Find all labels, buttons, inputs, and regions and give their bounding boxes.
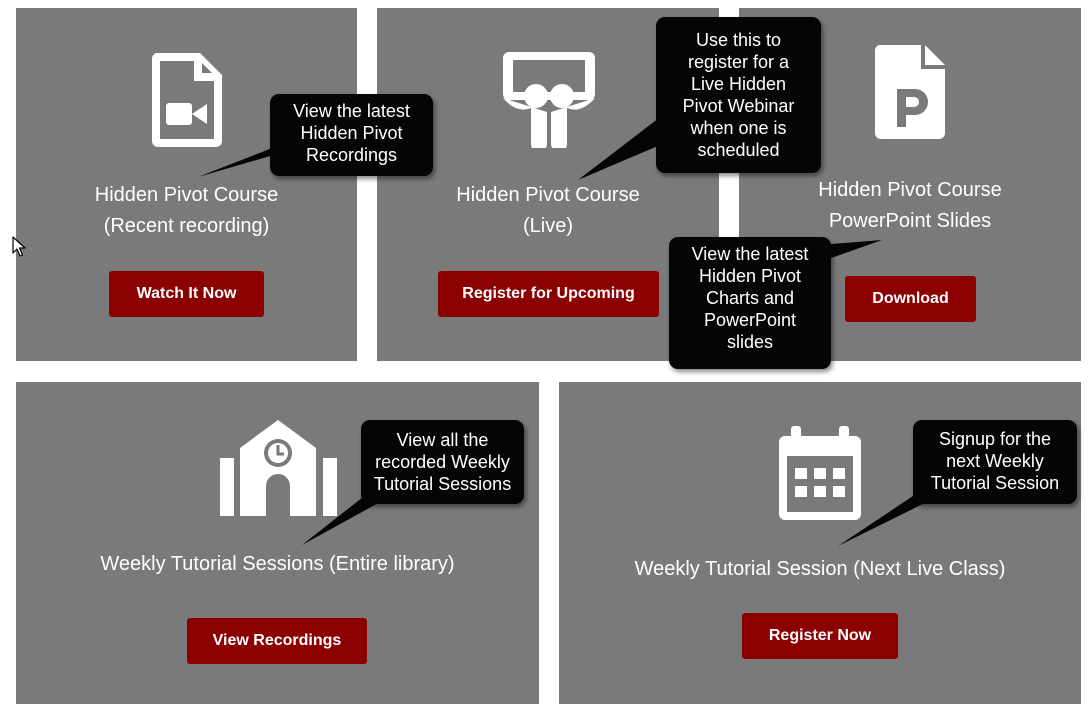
- callout-slides-line4: PowerPoint: [703, 310, 797, 330]
- powerpoint-slides-title-line1: Hidden Pivot Course: [818, 179, 1002, 201]
- callout-live-line5: when one is: [690, 118, 787, 138]
- register-now-button[interactable]: Register Now: [742, 613, 898, 659]
- live-course-title: Hidden Pivot Course (Live): [377, 180, 719, 242]
- next-class-title: Weekly Tutorial Session (Next Live Class…: [634, 558, 1006, 580]
- callout-slides-line5: slides: [726, 332, 774, 352]
- mouse-cursor-icon: [12, 236, 26, 257]
- callout-live-line2: register for a: [687, 52, 790, 72]
- callout-slides: View the latest Hidden Pivot Charts and …: [669, 237, 831, 369]
- callout-live-line6: scheduled: [697, 140, 780, 160]
- slideshare-people-icon: [503, 52, 595, 148]
- video-file-icon: [152, 53, 222, 147]
- download-button[interactable]: Download: [845, 276, 976, 322]
- callout-library-line3: Tutorial Sessions: [373, 474, 512, 494]
- callout-live: Use this to register for a Live Hidden P…: [656, 17, 821, 173]
- callout-recordings-line3: Recordings: [305, 145, 398, 165]
- callout-next-class: Signup for the next Weekly Tutorial Sess…: [913, 420, 1077, 504]
- callout-next-class-line2: next Weekly: [946, 451, 1044, 471]
- callout-live-line4: Pivot Webinar: [682, 96, 795, 116]
- powerpoint-file-icon: [875, 45, 945, 139]
- callout-recordings: View the latest Hidden Pivot Recordings: [270, 94, 433, 176]
- callout-library-line2: recorded Weekly: [375, 452, 510, 472]
- callout-library-line1: View all the: [396, 430, 489, 450]
- recorded-course-title: Hidden Pivot Course (Recent recording): [16, 180, 357, 242]
- callout-next-class-line3: Tutorial Session: [930, 473, 1060, 493]
- watch-it-now-button[interactable]: Watch It Now: [109, 271, 264, 317]
- live-course-title-line2: (Live): [522, 215, 573, 237]
- weekly-library-card: Weekly Tutorial Sessions (Entire library…: [16, 382, 539, 704]
- live-course-title-line1: Hidden Pivot Course: [456, 184, 640, 206]
- callout-slides-line1: View the latest: [691, 244, 809, 264]
- powerpoint-slides-title: Hidden Pivot Course PowerPoint Slides: [739, 175, 1081, 237]
- school-building-icon: [220, 420, 337, 516]
- callout-live-line3: Live Hidden: [690, 74, 787, 94]
- powerpoint-slides-title-line2: PowerPoint Slides: [828, 210, 992, 232]
- recorded-course-card: Hidden Pivot Course (Recent recording) W…: [16, 8, 357, 361]
- weekly-library-title: Weekly Tutorial Sessions (Entire library…: [100, 553, 455, 575]
- callout-live-line1: Use this to: [695, 30, 782, 50]
- recorded-course-title-line1: Hidden Pivot Course: [94, 184, 279, 206]
- callout-library: View all the recorded Weekly Tutorial Se…: [361, 420, 524, 504]
- recorded-course-title-line2: (Recent recording): [103, 215, 270, 237]
- callout-slides-line3: Charts and: [705, 288, 795, 308]
- callout-recordings-line2: Hidden Pivot: [300, 123, 403, 143]
- callout-slides-line2: Hidden Pivot: [698, 266, 802, 286]
- view-recordings-button[interactable]: View Recordings: [187, 618, 367, 664]
- callout-next-class-line1: Signup for the: [938, 429, 1052, 449]
- calendar-icon: [779, 426, 861, 520]
- register-for-upcoming-button[interactable]: Register for Upcoming: [438, 271, 659, 317]
- callout-recordings-line1: View the latest: [293, 101, 410, 121]
